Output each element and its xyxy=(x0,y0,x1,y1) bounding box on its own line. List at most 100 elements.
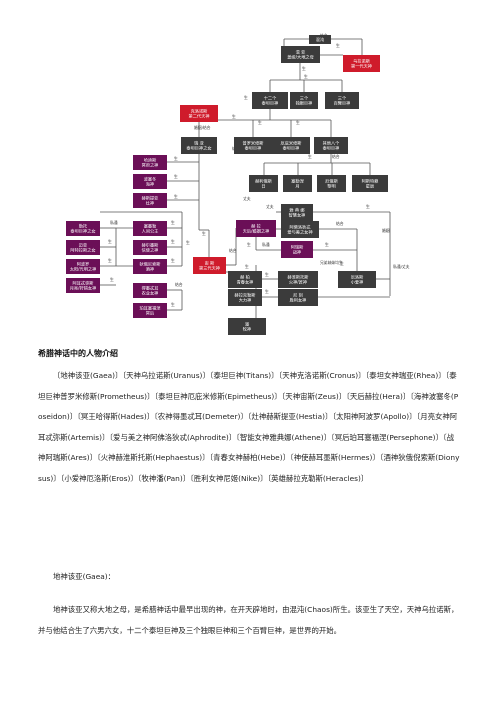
edge-label: 生 xyxy=(171,258,175,263)
edge-label: 生 xyxy=(202,231,206,236)
node-label: 酒神 xyxy=(146,266,154,273)
node-box xyxy=(281,46,320,63)
edge-label: 生 xyxy=(325,242,329,247)
edge-label: 生 xyxy=(304,74,308,79)
node-label: 阿特拉斯之女 xyxy=(70,247,95,254)
node-label: 混 亚 xyxy=(296,48,306,55)
node-label: 哈迪斯 xyxy=(144,156,157,163)
diagram-edges xyxy=(100,38,391,335)
node-label: 泰坦巨神之女 xyxy=(70,228,95,235)
node-box xyxy=(338,271,376,288)
node-box xyxy=(133,193,167,208)
edge-label: 生 xyxy=(308,154,312,159)
node-box xyxy=(283,175,312,192)
node-label: 阿瑞斯 xyxy=(291,243,304,250)
node-label: 泰坦巨神 xyxy=(323,145,340,152)
node-titans: 十二个泰坦巨神 xyxy=(252,92,288,109)
node-box xyxy=(181,137,217,154)
node-label: 天后/婚姻之神 xyxy=(243,228,270,235)
edge-label: 生 xyxy=(336,43,340,48)
edge-label: 生 xyxy=(174,194,178,199)
edge-label: 生 xyxy=(186,240,190,245)
node-box xyxy=(228,271,262,288)
node-label: 阿斯特赖 xyxy=(362,177,380,184)
node-label: 黎明 xyxy=(327,183,335,190)
edge-label: 私通 xyxy=(262,242,270,247)
node-box xyxy=(314,137,348,154)
edge-label: 生 xyxy=(302,66,306,71)
node-box xyxy=(234,137,272,154)
section-heading: 希腊神话中的人物介绍 xyxy=(38,349,118,358)
node-label: 三个 xyxy=(300,95,309,100)
node-box xyxy=(228,289,262,306)
edge-label: 生 xyxy=(258,120,262,125)
node-box xyxy=(133,259,167,274)
node-label: 盖娅/大地之母 xyxy=(287,54,314,61)
edge-label: 生 xyxy=(245,264,249,269)
node-box xyxy=(281,241,313,258)
edge-label: 生 xyxy=(110,277,114,282)
node-box xyxy=(133,240,167,255)
node-label: 潘 xyxy=(245,320,250,327)
node-label: 尼 刻 xyxy=(293,291,303,298)
node-label: 波塞冬 xyxy=(144,175,157,182)
gaea-description: 地神该亚又称大地之母，是希腊神话中最早出现的神，在开天辟地时，由混沌(Chaos… xyxy=(38,605,459,635)
node-box xyxy=(272,137,310,154)
edge-label: 丈夫 xyxy=(266,204,274,209)
node-label: 勒托 xyxy=(79,222,87,229)
edge-label: 生 xyxy=(244,95,248,100)
node-label: 农业女神 xyxy=(142,290,159,297)
node-label: 得墨忒耳 xyxy=(142,284,159,291)
node-gaea: 混 亚盖娅/大地之母 xyxy=(281,46,320,63)
edge-label: 生 xyxy=(232,114,236,119)
node-box xyxy=(228,318,266,335)
node-label: 宙 斯 xyxy=(205,259,216,266)
node-label: 信使之神 xyxy=(142,247,159,254)
node-label: 灶神 xyxy=(146,200,154,207)
node-label: 十二个 xyxy=(264,94,277,101)
edge-label: 私通/丈夫 xyxy=(393,264,410,269)
node-box xyxy=(180,105,218,122)
node-label: 冥后 xyxy=(146,310,154,317)
node-label: 塞墨勒 xyxy=(144,222,157,229)
node-label: 海神 xyxy=(146,181,154,188)
node-box xyxy=(133,283,167,298)
node-box xyxy=(317,175,346,192)
character-list-paragraph: 〔地神该亚(Gaea)〕〔天神乌拉诺斯(Uranus)〕〔泰坦巨神(Titans… xyxy=(38,371,460,483)
node-label: 赫拉克勒斯 xyxy=(235,291,257,298)
node-label: 爱与美之女神 xyxy=(287,229,312,236)
node-cyclops: 三个独眼巨神 xyxy=(290,92,318,109)
edge-label: 生 xyxy=(296,120,300,125)
node-box xyxy=(278,289,318,306)
node-box xyxy=(236,220,276,237)
node-box xyxy=(66,240,100,255)
node-label: 泰坦巨神 xyxy=(245,145,262,152)
node-label: 厄庇米修斯 xyxy=(281,139,303,146)
node-pan: 潘牧神 xyxy=(228,318,266,335)
edge-label: 生 xyxy=(108,258,112,263)
node-box xyxy=(66,221,100,236)
edge-label: 生 xyxy=(171,239,175,244)
node-box xyxy=(193,257,226,274)
node-label: 迈亚 xyxy=(79,241,87,248)
edge-label: 生 xyxy=(265,272,269,277)
node-label: 胜利女神 xyxy=(290,297,307,304)
node-box xyxy=(66,259,100,274)
node-box xyxy=(325,92,359,109)
